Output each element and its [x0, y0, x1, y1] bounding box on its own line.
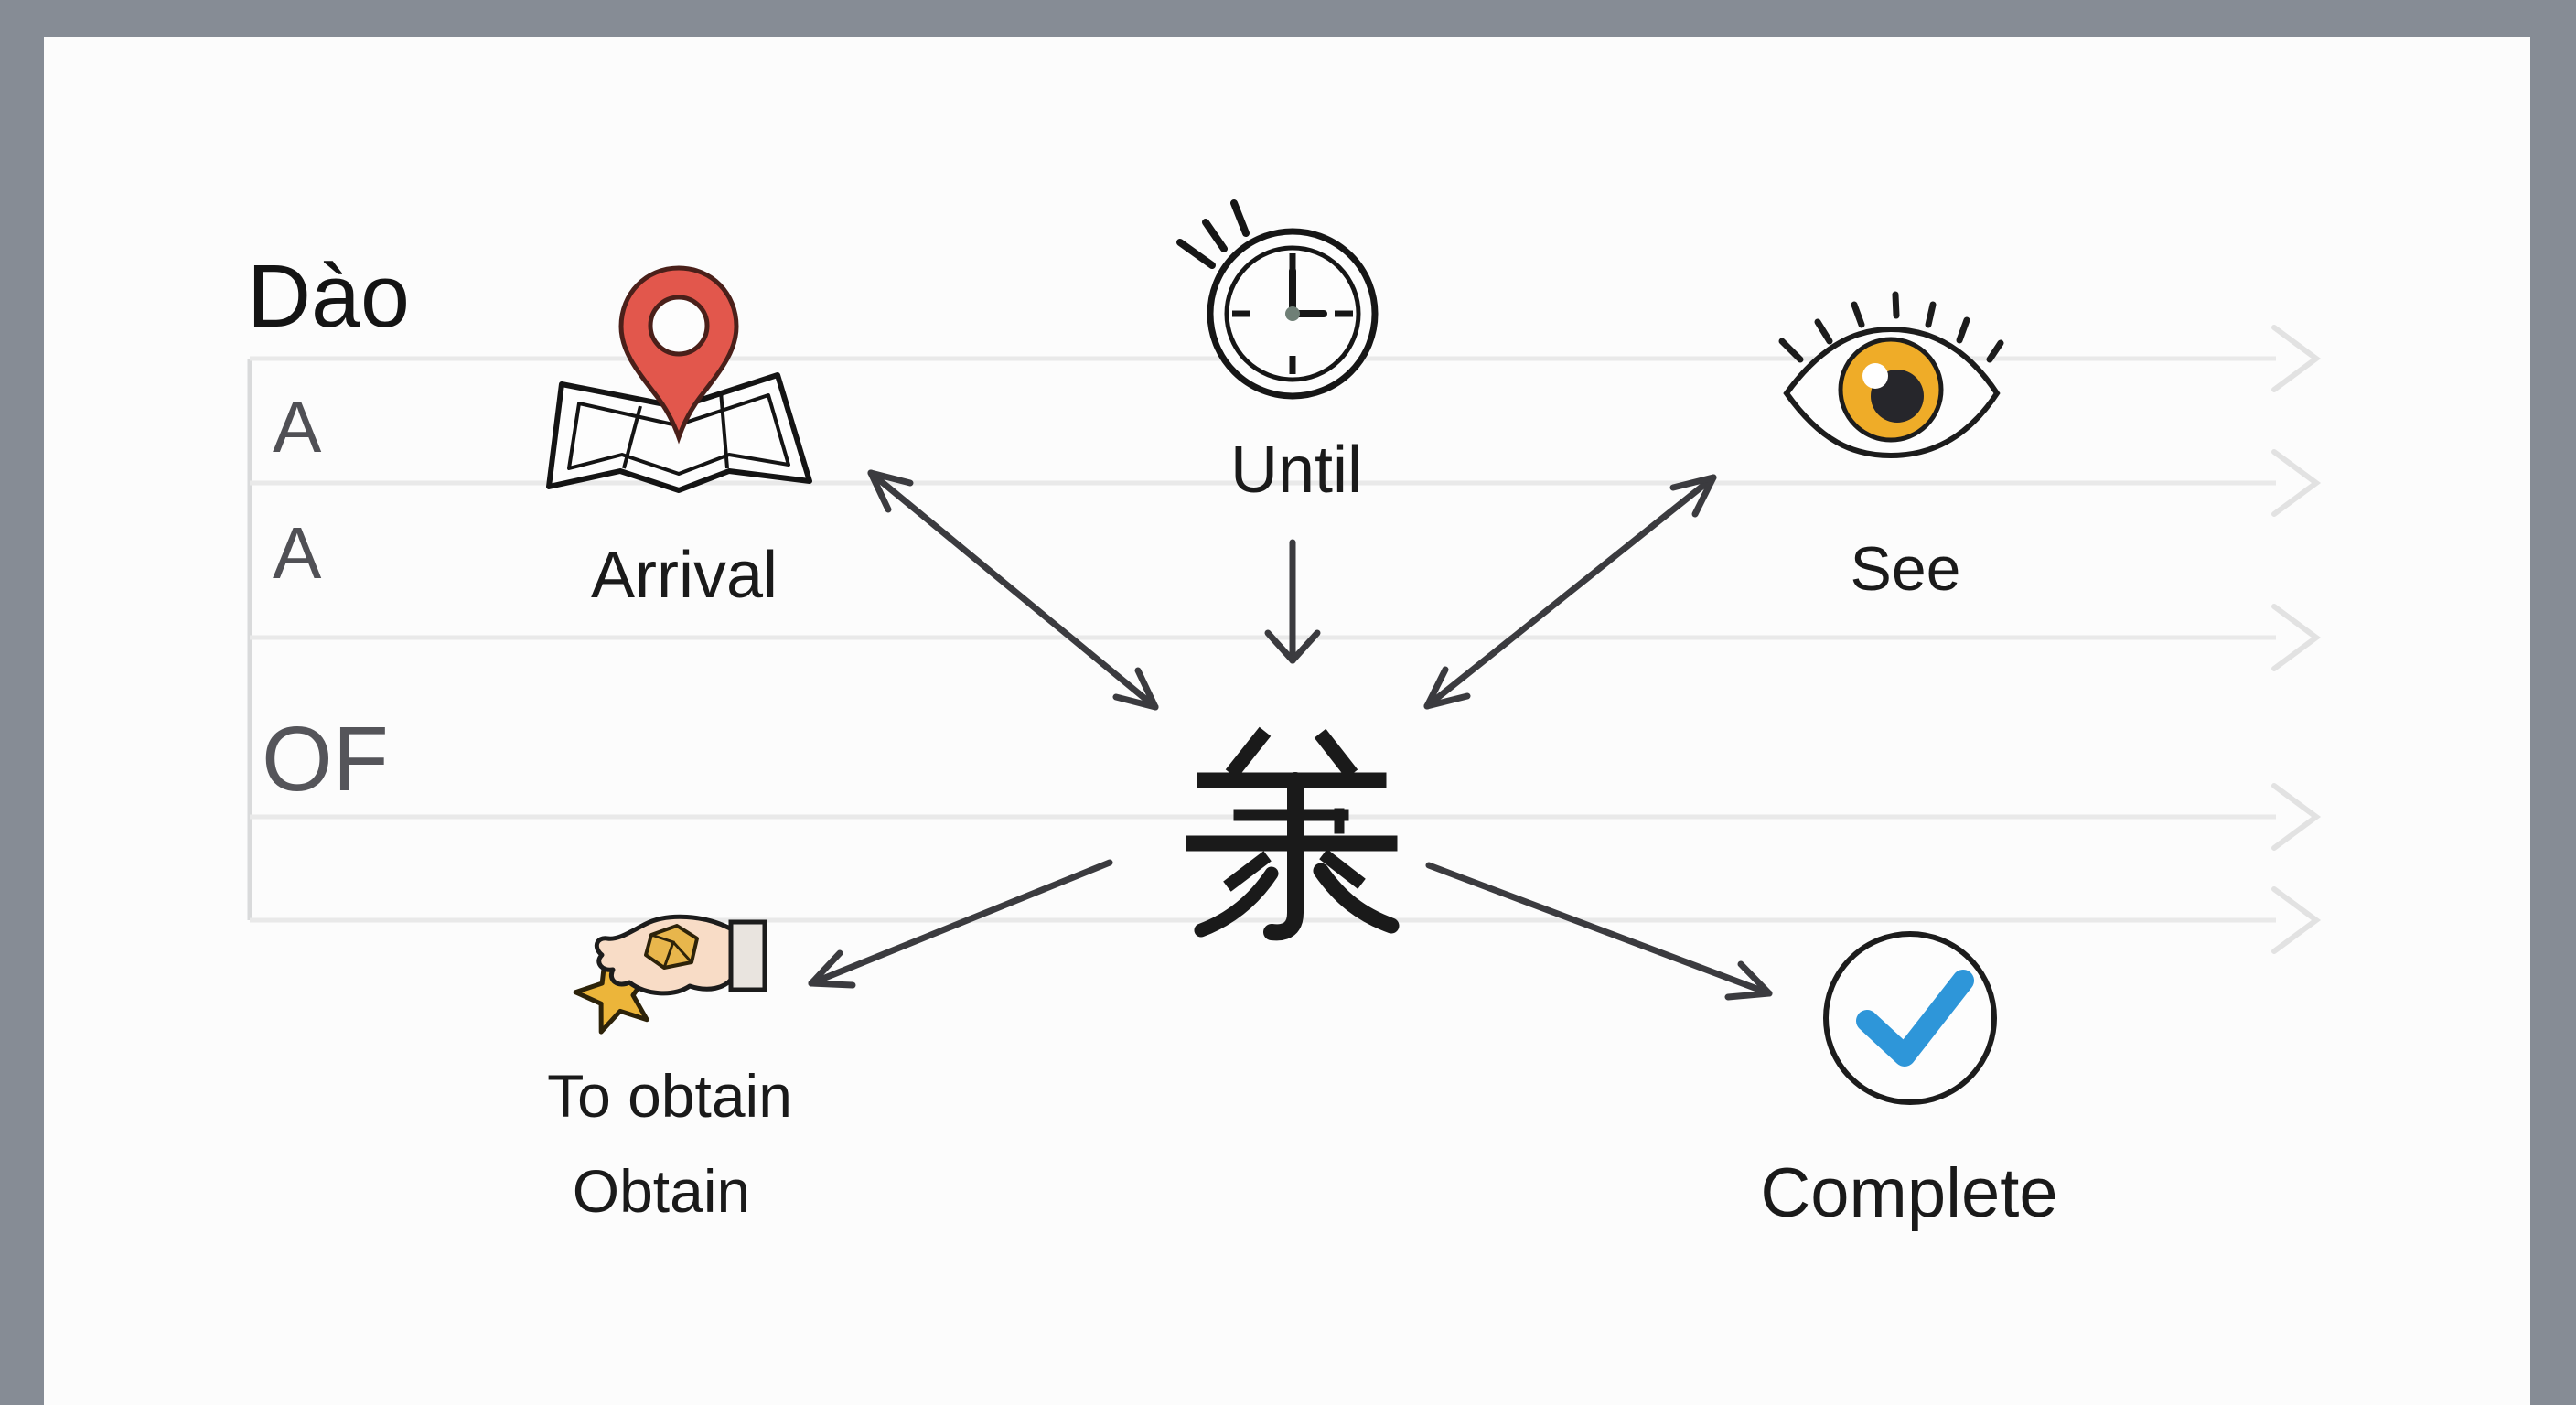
check-circle-icon [1823, 931, 1997, 1105]
guide-arrowhead-icon [2271, 886, 2322, 954]
guide-arrowhead-icon [2271, 325, 2322, 392]
table-row-label-3: OF [262, 708, 389, 810]
map-pin-icon [546, 265, 812, 493]
alarm-tick-lines [1176, 199, 1250, 269]
arrow-eye-center [1423, 474, 1717, 710]
table-row-label-1: A [273, 386, 322, 467]
arrow-center-check [1425, 862, 1773, 1001]
checkmark-icon [1856, 970, 1974, 1067]
pinyin-title: Dào [247, 246, 410, 346]
node-label-to-obtain: To obtain [547, 1062, 792, 1130]
clock-icon [1176, 199, 1379, 400]
connector-arrows [808, 469, 1773, 1001]
eye-icon [1778, 291, 2004, 459]
arrow-center-hand [808, 859, 1113, 989]
node-label-until: Until [1229, 434, 1363, 507]
sleeve-cuff [728, 919, 767, 992]
guide-arrowhead-icon [2271, 783, 2322, 851]
center-character-glyph [1186, 726, 1400, 941]
node-label-obtain: Obtain [572, 1157, 751, 1225]
hand-star-icon [573, 914, 767, 1035]
guide-arrowhead-icon [2271, 449, 2322, 517]
table-row-label-2: A [273, 512, 322, 594]
eyelash-lines [1778, 291, 2004, 363]
arrow-clock-center [1264, 539, 1321, 664]
node-label-see: See [1850, 534, 1961, 604]
node-label-arrival: Arrival [590, 539, 778, 612]
eye-highlight [1862, 363, 1888, 389]
node-label-complete: Complete [1760, 1154, 2058, 1232]
arrow-map-center [867, 469, 1159, 711]
guide-arrowhead-icon [2271, 604, 2322, 671]
